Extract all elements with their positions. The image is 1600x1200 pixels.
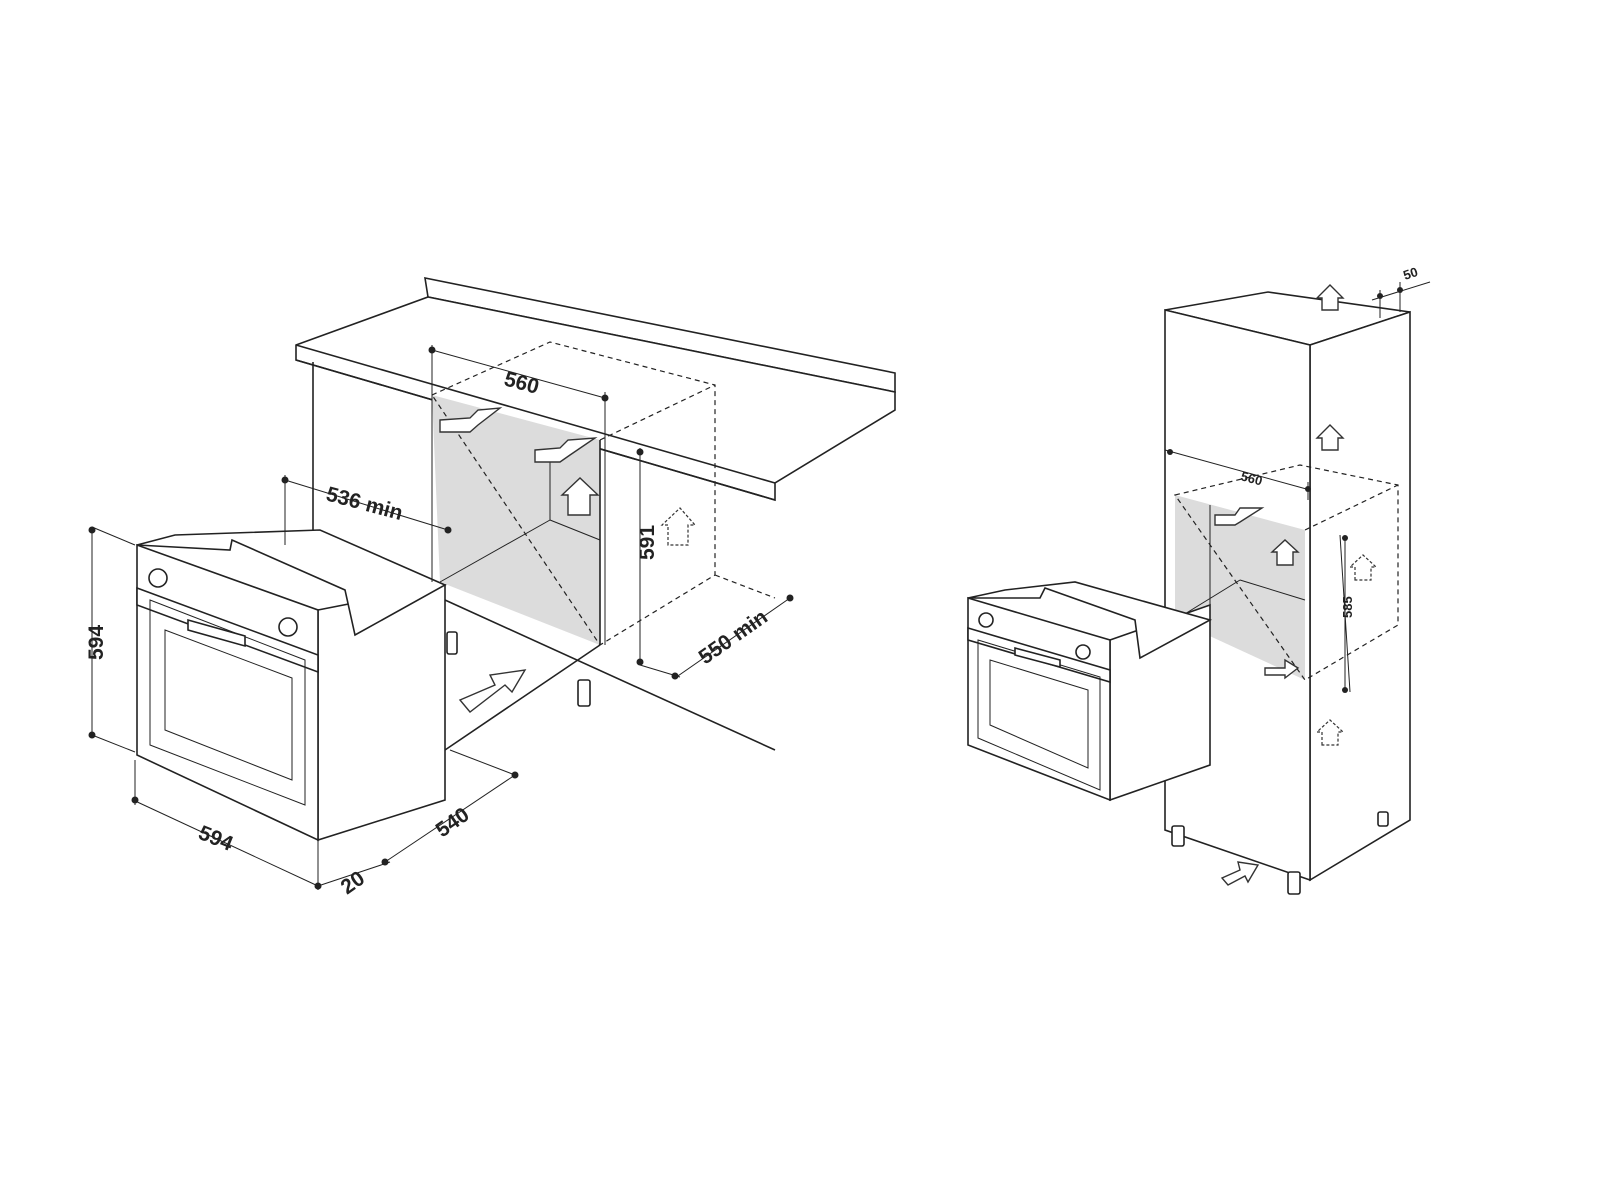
airflow-arrows-left bbox=[439, 407, 697, 713]
airflow-arrow-icon bbox=[1315, 284, 1345, 311]
airflow-arrow-icon bbox=[1220, 861, 1260, 886]
rear-gap-label: 50 bbox=[1401, 264, 1419, 283]
airflow-arrow-icon bbox=[560, 477, 600, 516]
airflow-arrow-icon bbox=[1315, 719, 1345, 746]
cavity-depth-min-label: 536 min bbox=[324, 483, 406, 525]
column-cavity-width-label: 560 bbox=[1239, 468, 1264, 488]
airflow-arrows-right bbox=[1214, 284, 1378, 886]
cabinet-depth-min-label: 550 min bbox=[695, 605, 772, 669]
airflow-arrow-icon bbox=[1348, 554, 1378, 581]
oven-handle-icon bbox=[1014, 646, 1061, 669]
airflow-arrow-icon bbox=[534, 437, 598, 463]
dimension-lines-left bbox=[88, 345, 794, 890]
oven-knob-icon bbox=[148, 568, 168, 588]
airflow-arrow-icon bbox=[458, 669, 527, 713]
oven-left bbox=[136, 529, 447, 842]
airflow-arrow-icon bbox=[1264, 658, 1300, 680]
oven-right bbox=[967, 581, 1213, 802]
oven-knob-icon bbox=[978, 612, 994, 628]
oven-depth-label: 540 bbox=[432, 803, 474, 842]
oven-handle-icon bbox=[187, 618, 246, 648]
airflow-arrow-icon bbox=[1270, 539, 1300, 566]
column-cavity-height-label: 585 bbox=[1340, 596, 1355, 618]
column-cabinet bbox=[1164, 291, 1411, 895]
airflow-arrow-icon bbox=[439, 407, 503, 433]
oven-height-label: 594 bbox=[85, 625, 108, 660]
airflow-arrow-icon bbox=[660, 507, 697, 546]
airflow-arrow-icon bbox=[1214, 507, 1265, 526]
oven-width-label: 594 bbox=[195, 821, 236, 856]
oven-knob-icon bbox=[278, 617, 298, 637]
front-panel-depth-label: 20 bbox=[337, 867, 369, 899]
cavity-height-label: 591 bbox=[636, 525, 659, 560]
airflow-arrow-icon bbox=[1315, 424, 1345, 451]
dimension-lines-right bbox=[1164, 281, 1431, 693]
oven-knob-icon bbox=[1075, 644, 1091, 660]
